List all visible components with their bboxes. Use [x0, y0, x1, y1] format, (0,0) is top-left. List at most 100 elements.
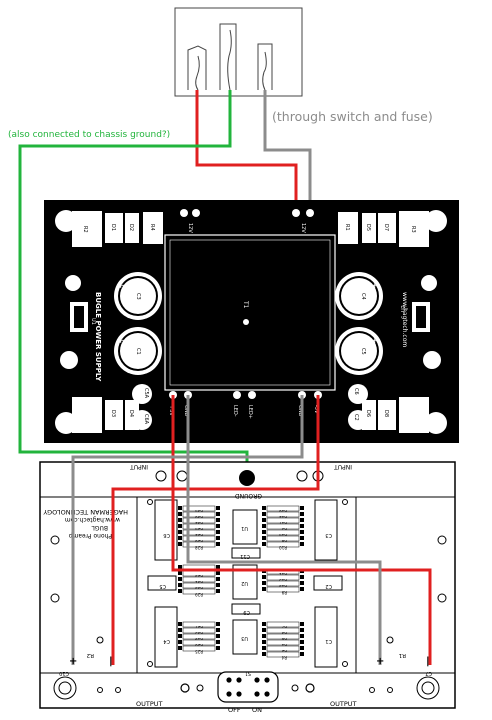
svg-text:+: +: [117, 336, 125, 346]
wire-neutral-top: [263, 90, 312, 210]
resistor-pad: [178, 589, 182, 593]
svg-text:+: +: [69, 656, 77, 667]
resistor-body: [182, 523, 216, 530]
diode-d3-label: D3: [110, 410, 116, 417]
resistor-label: R9: [281, 590, 287, 595]
resistor-label: R32: [195, 521, 203, 526]
wire-plus5v: [171, 395, 432, 665]
rb-right-label: R1: [399, 652, 406, 658]
resistor-pad: [216, 583, 220, 587]
resistor-pad: [300, 575, 304, 579]
resistor-label: R17: [279, 521, 287, 526]
resistor-label: R25: [195, 649, 203, 654]
resistor-body: [266, 535, 300, 542]
resistor-pad: [216, 530, 220, 534]
resistor-pad: [262, 506, 266, 510]
resistor-label: R4: [281, 655, 287, 660]
ic-u1-label: U1: [241, 525, 248, 531]
resistor-label: R26: [195, 539, 203, 544]
resistor-pad: [300, 536, 304, 540]
cap-c2-label: C2: [353, 414, 359, 421]
resistor-label: R33: [195, 586, 203, 591]
resistor-pad: [216, 512, 220, 516]
resistor-label: R11: [279, 572, 287, 577]
svg-text:+: +: [376, 656, 384, 667]
power-board-title: BUGLE POWER SUPPLY: [94, 292, 102, 382]
diode-d6-label: D6: [365, 410, 371, 417]
out-gnd-right-label: GND: [297, 405, 303, 417]
resistor-body: [266, 651, 300, 658]
ic-u2-label: U2: [241, 580, 248, 586]
resistor-label: R12: [279, 515, 287, 520]
resistor-body: [182, 535, 216, 542]
wire-live-top: [195, 90, 298, 210]
resistor-pad: [178, 542, 182, 546]
resistor-pad: [262, 542, 266, 546]
ground-label: GROUND: [235, 492, 262, 499]
resistor-pad: [262, 622, 266, 626]
switch-off-label: OFF: [228, 706, 241, 714]
resistor-label: R1: [281, 643, 287, 648]
out-led-minus-label: LED-: [232, 405, 238, 417]
company-url-label: www.hagtech.com: [65, 516, 120, 523]
diode-d4-label: D4: [128, 410, 134, 417]
resistor-pad: [300, 530, 304, 534]
resistor-pad: [262, 628, 266, 632]
resistor-pad: [216, 640, 220, 644]
wire-terminals: + | + |: [69, 656, 430, 667]
chassis-ground-note: (also connected to chassis ground?): [8, 130, 170, 140]
resistor-pad: [178, 583, 182, 587]
model-label: BUGL: [91, 524, 108, 531]
cap-c6-preamp-label: C6: [163, 532, 170, 538]
regulator-u2-label: U2: [401, 305, 407, 312]
resistor-body: [266, 639, 300, 646]
output-left-label: OUTPUT: [136, 700, 163, 708]
resistor-pad: [178, 536, 182, 540]
res-r2-label: R2: [82, 226, 88, 233]
company-label: HAGERMAN TECHNOLOGY: [43, 508, 128, 516]
cap-c10-label: C10: [59, 670, 69, 676]
resistor-pad: [262, 587, 266, 591]
cap-c4-preamp-label: C4: [163, 638, 170, 644]
resistor-label: R13: [279, 584, 287, 589]
resistor-body: [182, 627, 216, 634]
switch-on-label: ON: [252, 706, 262, 714]
resistor-pad: [216, 536, 220, 540]
resistor-pad: [178, 530, 182, 534]
out-gnd-left-label: GND: [183, 405, 189, 417]
resistor-pad: [178, 646, 182, 650]
wire-minus5v: [111, 395, 320, 665]
cap-c2-preamp-label: C2: [325, 583, 332, 589]
resistor-label: R5: [281, 527, 287, 532]
resistor-pad: [262, 575, 266, 579]
resistor-label: R31: [195, 580, 203, 585]
resistor-pad: [262, 536, 266, 540]
resistor-pad: [300, 640, 304, 644]
input-left-label: INPUT: [130, 463, 148, 470]
resistor-pad: [300, 587, 304, 591]
power-board-url: www.hagtech.com: [401, 292, 408, 347]
resistor-pad: [300, 628, 304, 632]
resistor-pad: [216, 622, 220, 626]
cap-c3-label: C3: [135, 293, 141, 300]
output-right-label: OUTPUT: [330, 700, 357, 708]
resistor-label: R36: [195, 515, 203, 520]
resistor-body: [266, 529, 300, 536]
cap-c7-label: C7: [425, 670, 432, 676]
ic-u3-label: U3: [241, 635, 248, 641]
res-r3-label: R3: [410, 226, 416, 233]
resistor-pad: [300, 646, 304, 650]
cap-c6-label: C6: [353, 388, 359, 395]
resistor-pad: [216, 518, 220, 522]
resistor-label: R34: [195, 509, 203, 514]
resistor-label: R22: [195, 533, 203, 538]
product-label: Phono Preamp: [68, 532, 112, 539]
resistor-label: R24: [195, 527, 203, 532]
resistor-label: R10: [279, 545, 287, 550]
resistor-pad: [216, 571, 220, 575]
resistor-pad: [178, 524, 182, 528]
svg-text:|: |: [426, 656, 430, 667]
resistor-pad: [178, 622, 182, 626]
cap-c5-label: C5: [360, 348, 366, 355]
